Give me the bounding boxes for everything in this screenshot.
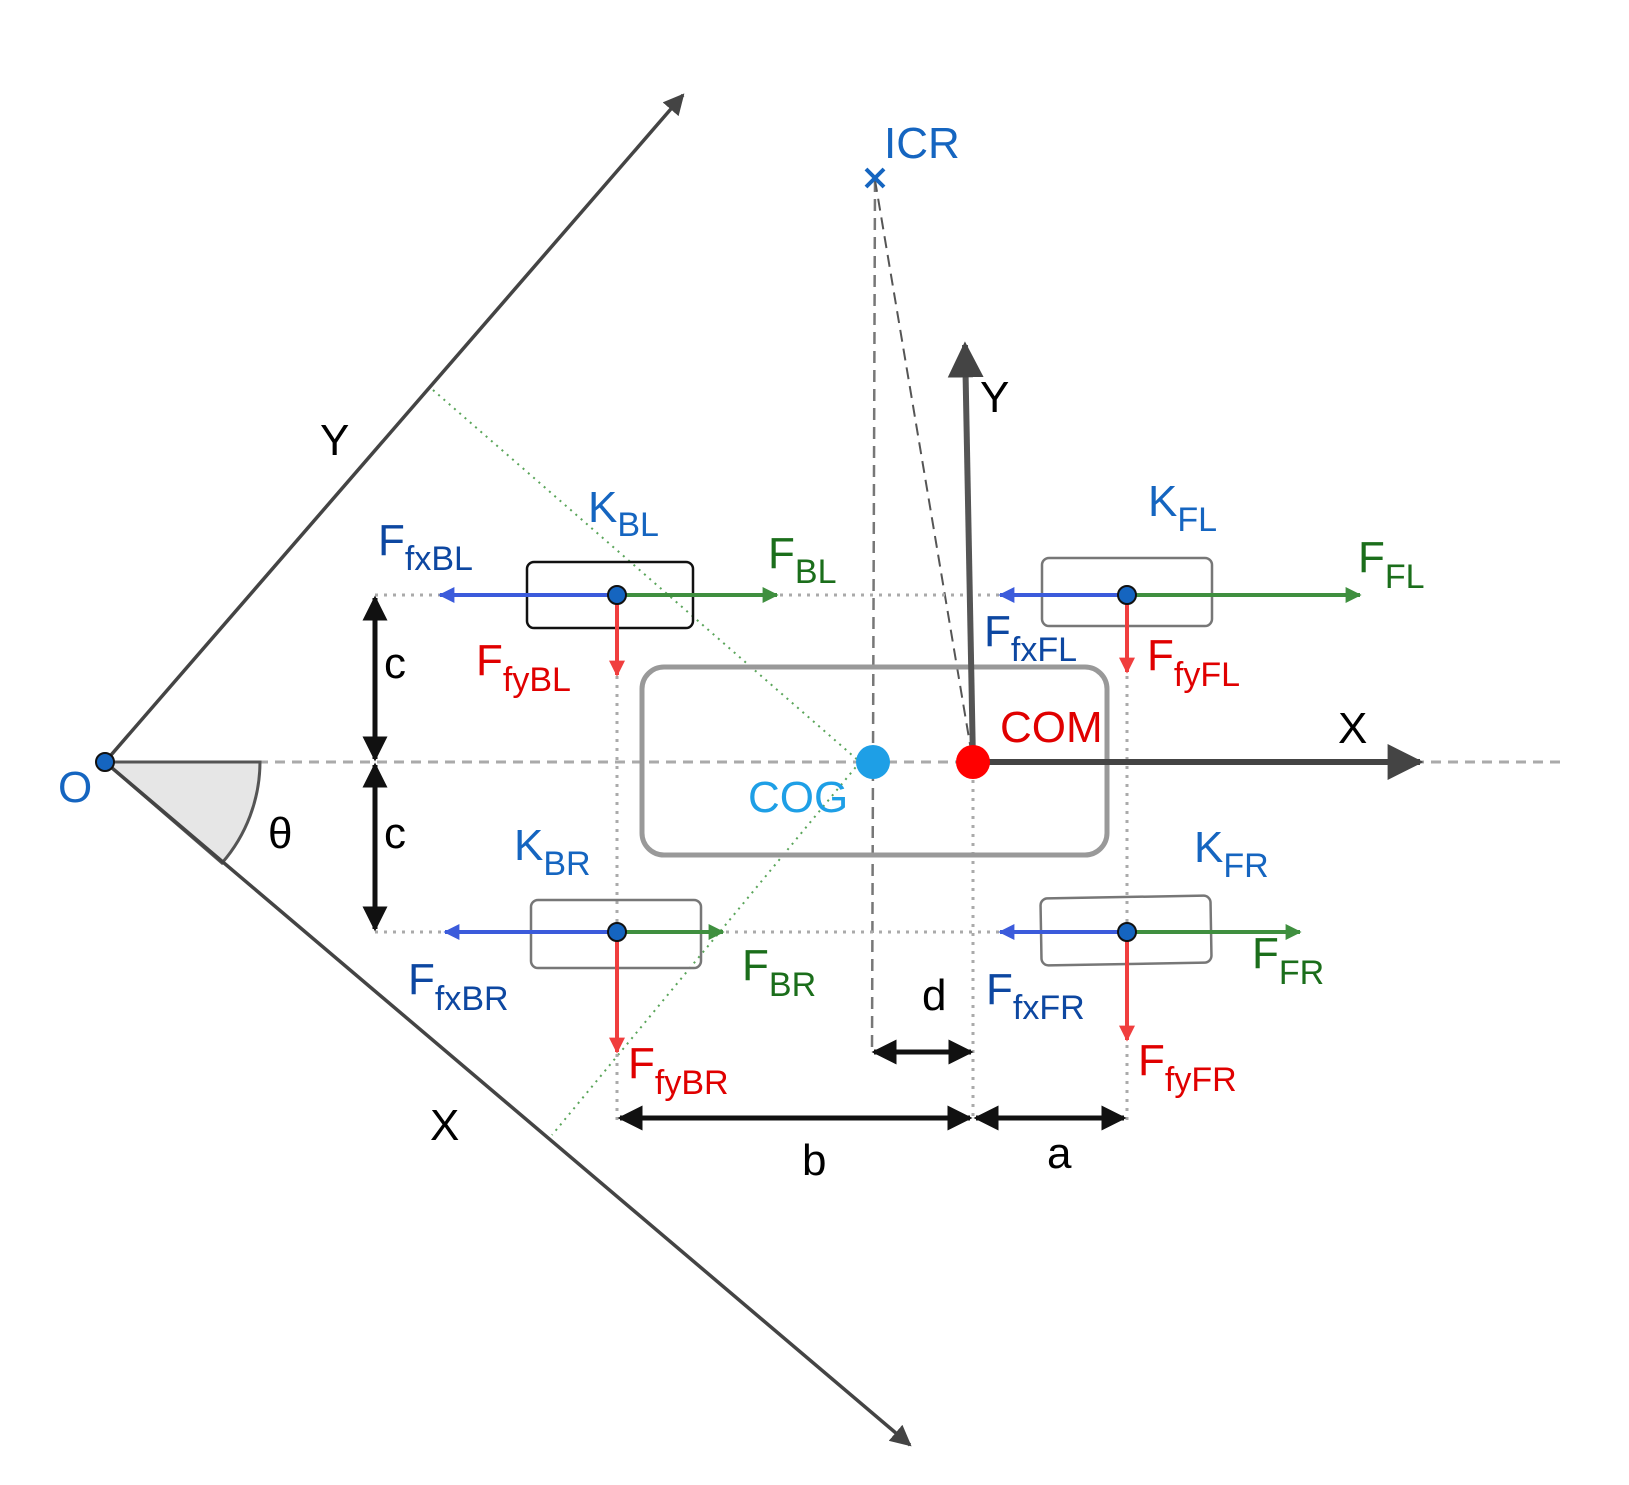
wheel-point-br: [607, 922, 627, 942]
f-bl-label: FBL: [768, 529, 836, 591]
icr-to-cog-line: [870, 179, 877, 1051]
f-fy-br-label: FfyBR: [628, 1039, 729, 1102]
theta-sector: [100, 760, 262, 866]
f-fr-label: FFR: [1252, 929, 1324, 992]
global-y-axis: [103, 93, 685, 764]
com-point: [956, 745, 990, 779]
f-fl-label: FFL: [1358, 533, 1425, 596]
icr-to-com-line: [874, 179, 974, 763]
f-br-label: FBR: [742, 941, 816, 1004]
theta-label: θ: [268, 809, 292, 858]
f-fx-br-label: FfxBR: [408, 955, 509, 1018]
wheel-point-bl: [607, 585, 627, 605]
icr-label: ICR: [884, 119, 960, 168]
icr-marker: [864, 167, 886, 189]
global-x-label: X: [430, 1101, 459, 1150]
k-fl-label: KFL: [1148, 477, 1217, 539]
f-fy-bl-label: FfyBL: [476, 636, 571, 699]
wheel-point-fr: [1117, 922, 1137, 942]
f-fx-bl-label: FfxBL: [378, 516, 473, 578]
k-br-label: KBR: [514, 821, 591, 883]
f-fx-fl-label: FfxFL: [984, 607, 1077, 669]
k-fr-label: KFR: [1194, 823, 1269, 885]
f-fy-fl-label: FfyFL: [1147, 631, 1240, 694]
origin-label: O: [58, 763, 92, 812]
global-y-label: Y: [320, 416, 349, 465]
wheel-point-fl: [1117, 585, 1137, 605]
dim-b-label: b: [802, 1136, 826, 1185]
cog-point: [856, 745, 890, 779]
local-y-axis: [947, 341, 984, 763]
dim-c-bottom-label: c: [384, 809, 406, 858]
dim-d-label: d: [922, 971, 946, 1020]
cog-label: COG: [748, 773, 848, 822]
dim-a-label: a: [1047, 1129, 1072, 1178]
local-x-label: X: [1338, 704, 1367, 753]
origin-point: [95, 752, 115, 772]
f-fy-fr-label: FfyFR: [1138, 1036, 1237, 1099]
global-x-axis: [103, 760, 912, 1447]
k-bl-label: KBL: [588, 483, 659, 544]
f-fx-fr-label: FfxFR: [986, 965, 1085, 1027]
com-label: COM: [1000, 703, 1103, 752]
dim-c-top-label: c: [384, 639, 406, 688]
local-y-label: Y: [980, 373, 1009, 422]
